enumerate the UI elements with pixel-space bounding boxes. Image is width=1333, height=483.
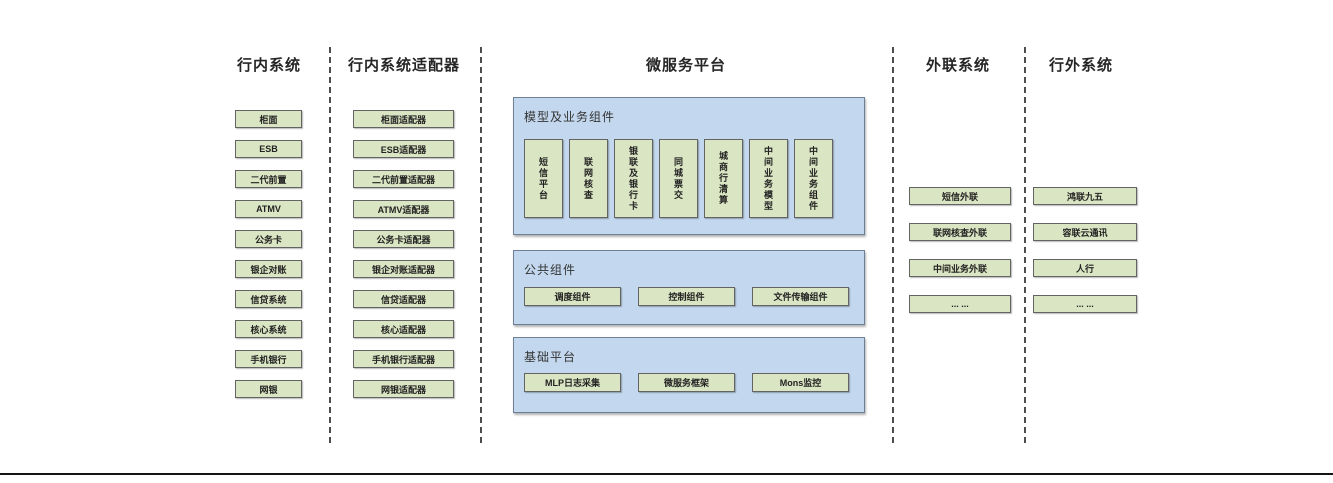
internal-system-box: ESB — [235, 140, 302, 158]
model-component-box: 城商行清算 — [704, 139, 743, 218]
outreach-system-box: 联网核查外联 — [909, 223, 1011, 241]
model-business-components-label: 模型及业务组件 — [524, 110, 616, 124]
adapter-box: 二代前置适配器 — [353, 170, 454, 188]
model-component-box: 短信平台 — [524, 139, 563, 218]
common-components-row: 调度组件控制组件文件传输组件 — [524, 287, 849, 306]
adapter-box: 手机银行适配器 — [353, 350, 454, 368]
base-platform-label: 基础平台 — [524, 350, 577, 364]
adapter-box: 柜面适配器 — [353, 110, 454, 128]
bottom-border-line — [0, 473, 1333, 475]
column-title-internal-adapters: 行内系统适配器 — [347, 57, 460, 74]
column-divider-3 — [892, 47, 894, 443]
column-title-external-systems: 行外系统 — [1048, 57, 1113, 74]
adapter-box: 网银适配器 — [353, 380, 454, 398]
outreach-systems-list: 短信外联联网核查外联中间业务外联 ... ... — [909, 187, 1011, 313]
base-platform-box: 微服务框架 — [638, 373, 735, 392]
adapter-box: 银企对账适配器 — [353, 260, 454, 278]
model-component-box: 同城票交 — [659, 139, 698, 218]
column-divider-2 — [480, 47, 482, 443]
external-system-box: ... ... — [1033, 295, 1137, 313]
adapter-box: 公务卡适配器 — [353, 230, 454, 248]
model-components-row: 短信平台联网核查银联及银行卡同城票交城商行清算中间业务模型中间业务组件 — [524, 139, 833, 218]
model-component-box: 银联及银行卡 — [614, 139, 653, 218]
external-systems-list: 鸿联九五容联云通讯人行 ... ... — [1033, 187, 1137, 313]
column-divider-1 — [329, 47, 331, 443]
base-platform-row: MLP日志采集微服务框架 Mons监控 — [524, 373, 849, 392]
internal-system-box: 手机银行 — [235, 350, 302, 368]
model-component-box: 中间业务模型 — [749, 139, 788, 218]
external-system-box: 人行 — [1033, 259, 1137, 277]
internal-system-box: 信贷系统 — [235, 290, 302, 308]
common-components-label: 公共组件 — [524, 263, 577, 277]
external-system-box: 鸿联九五 — [1033, 187, 1137, 205]
column-title-outreach-systems: 外联系统 — [925, 57, 990, 74]
internal-system-box: 二代前置 — [235, 170, 302, 188]
internal-system-box: 公务卡 — [235, 230, 302, 248]
internal-system-box: 银企对账 — [235, 260, 302, 278]
outreach-system-box: 短信外联 — [909, 187, 1011, 205]
adapter-box: 信贷适配器 — [353, 290, 454, 308]
model-component-box: 联网核查 — [569, 139, 608, 218]
base-platform-box: MLP日志采集 — [524, 373, 621, 392]
adapter-box: ATMV适配器 — [353, 200, 454, 218]
internal-system-box: ATMV — [235, 200, 302, 218]
outreach-system-box: ... ... — [909, 295, 1011, 313]
internal-adapters-list: 柜面适配器 ESB适配器二代前置适配器 ATMV适配器公务卡适配器银企对账适配器信贷… — [353, 110, 454, 398]
external-system-box: 容联云通讯 — [1033, 223, 1137, 241]
column-title-internal-systems: 行内系统 — [236, 57, 301, 74]
adapter-box: 核心适配器 — [353, 320, 454, 338]
internal-system-box: 柜面 — [235, 110, 302, 128]
base-platform-box: Mons监控 — [752, 373, 849, 392]
common-component-box: 控制组件 — [638, 287, 735, 306]
common-components-panel: 公共组件 调度组件控制组件文件传输组件 — [513, 250, 865, 325]
column-title-microservice-platform: 微服务平台 — [645, 57, 726, 74]
common-component-box: 文件传输组件 — [752, 287, 849, 306]
column-divider-4 — [1024, 47, 1026, 443]
base-platform-panel: 基础平台 MLP日志采集微服务框架 Mons监控 — [513, 337, 865, 413]
internal-system-box: 网银 — [235, 380, 302, 398]
common-component-box: 调度组件 — [524, 287, 621, 306]
outreach-system-box: 中间业务外联 — [909, 259, 1011, 277]
internal-system-box: 核心系统 — [235, 320, 302, 338]
internal-systems-list: 柜面 ESB 二代前置 ATMV 公务卡银企对账信贷系统核心系统手机银行网银 — [235, 110, 302, 398]
adapter-box: ESB适配器 — [353, 140, 454, 158]
model-business-components-panel: 模型及业务组件 短信平台联网核查银联及银行卡同城票交城商行清算中间业务模型中间业… — [513, 97, 865, 235]
model-component-box: 中间业务组件 — [794, 139, 833, 218]
